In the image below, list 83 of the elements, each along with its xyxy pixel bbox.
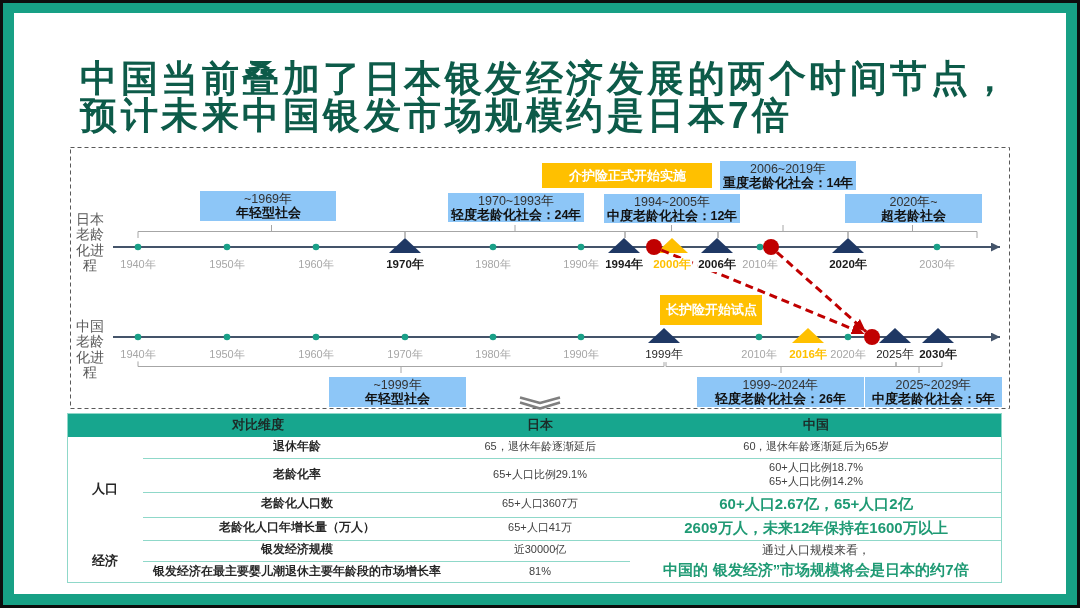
- row-header: 老龄化率: [273, 468, 321, 482]
- period-text: 1970~1993年: [478, 193, 554, 208]
- row-header: 老龄化人口年增长量（万人）: [219, 521, 375, 535]
- stage-box: [845, 194, 982, 223]
- stage-box: [448, 193, 584, 222]
- year-label: 2020年: [828, 258, 868, 272]
- category-label: 经济: [92, 553, 118, 569]
- stage-text: 年轻型社会: [235, 206, 301, 220]
- period-text: 2025~2029年: [895, 378, 972, 392]
- event-text: 介护险正式开始实施: [568, 167, 686, 184]
- year-label: 1990年: [562, 348, 600, 362]
- table-text: 81%: [529, 565, 551, 579]
- period-text: 2006~2019年: [750, 161, 826, 176]
- table-text: 60，退休年龄逐渐延后为65岁: [743, 440, 889, 454]
- stage-box: [697, 377, 864, 407]
- year-label: 2020年: [829, 348, 867, 362]
- column-header: 日本: [527, 417, 553, 433]
- year-label: 1970年: [385, 258, 425, 272]
- table-text: 65+人口3607万: [501, 497, 579, 511]
- stage-text: 中度老龄化社会：12年: [606, 208, 738, 223]
- period-text: 2020年~: [889, 194, 938, 209]
- year-label: 2030年: [918, 258, 956, 272]
- period-text: ~1969年: [243, 192, 293, 206]
- period-text: ~1999年: [373, 378, 422, 392]
- event-box: [542, 163, 712, 188]
- table-text: 65+人口41万: [508, 521, 572, 535]
- stage-box: [200, 191, 336, 221]
- stage-text: 中度老龄化社会：5年: [871, 392, 996, 406]
- year-label: 2010年: [741, 258, 779, 272]
- row-title: 日本老龄化进程: [75, 212, 105, 274]
- stage-text: 超老龄社会: [881, 208, 946, 223]
- year-label: 1960年: [297, 348, 335, 362]
- table-text: 近30000亿: [513, 543, 567, 557]
- highlight-text: 中国的 银发经济”市场规模将会是日本的约7倍: [663, 561, 969, 579]
- year-label: 2025年: [875, 348, 915, 362]
- table-text: 65+人口比例14.2%: [769, 475, 863, 489]
- row-header: 银发经济在最主要婴儿潮退休主要年龄段的市场增长率: [153, 565, 441, 579]
- row-header: 老龄化人口数: [261, 497, 333, 511]
- category-label: 人口: [92, 481, 118, 497]
- year-label: 1990年: [562, 258, 600, 272]
- row-header: 退休年龄: [273, 440, 321, 454]
- stage-box: [865, 377, 1002, 407]
- highlight-text: 60+人口2.67亿，65+人口2亿: [719, 495, 913, 513]
- stage-box: [720, 161, 856, 190]
- year-label: 2030年: [918, 348, 958, 362]
- year-label: 1970年: [386, 348, 424, 362]
- year-label: 1960年: [297, 258, 335, 272]
- marker-dot: [763, 239, 779, 255]
- year-label: 2000年: [652, 258, 692, 272]
- event-text: 长护险开始试点: [665, 302, 757, 318]
- year-label: 1940年: [119, 348, 157, 362]
- year-label: 1999年: [644, 348, 684, 362]
- table-text: 65+人口比例29.1%: [493, 468, 587, 482]
- stage-box: [604, 194, 740, 223]
- column-header: 对比维度: [232, 417, 284, 433]
- period-text: 1999~2024年: [742, 378, 819, 392]
- stage-text: 年轻型社会: [365, 392, 430, 406]
- dashed-arrow: [775, 251, 868, 333]
- stage-text: 轻度老龄化社会：26年: [715, 392, 846, 406]
- marker-dot: [646, 239, 662, 255]
- row-header: 银发经济规模: [261, 543, 333, 557]
- year-label: 1950年: [208, 348, 246, 362]
- year-label: 1940年: [119, 258, 157, 272]
- year-label: 1950年: [208, 258, 246, 272]
- year-label: 1980年: [474, 348, 512, 362]
- event-box: [660, 295, 762, 325]
- year-label: 2016年: [788, 348, 828, 362]
- highlight-text: 2609万人，未来12年保持在1600万以上: [684, 519, 948, 537]
- marker-dot: [864, 329, 880, 345]
- year-label: 2006年: [697, 258, 737, 272]
- period-text: 1994~2005年: [634, 194, 710, 209]
- dashed-arrow: [660, 248, 866, 336]
- table-text: 通过人口规模来看，: [762, 544, 870, 558]
- stage-text: 重度老龄化社会：14年: [722, 175, 854, 190]
- table-text: 60+人口比例18.7%: [769, 461, 863, 475]
- column-header: 中国: [803, 417, 829, 433]
- year-label: 2010年: [740, 348, 778, 362]
- stage-box: [329, 377, 466, 407]
- row-title: 中国老龄化进程: [75, 319, 105, 381]
- table-text: 65，退休年龄逐渐延后: [484, 440, 596, 454]
- stage-text: 轻度老龄化社会：24年: [450, 207, 582, 222]
- slide-title: 中国当前叠加了日本银发经济发展的两个时间节点，预计未来中国银发市场规模约是日本7倍: [80, 60, 1013, 134]
- year-label: 1980年: [474, 258, 512, 272]
